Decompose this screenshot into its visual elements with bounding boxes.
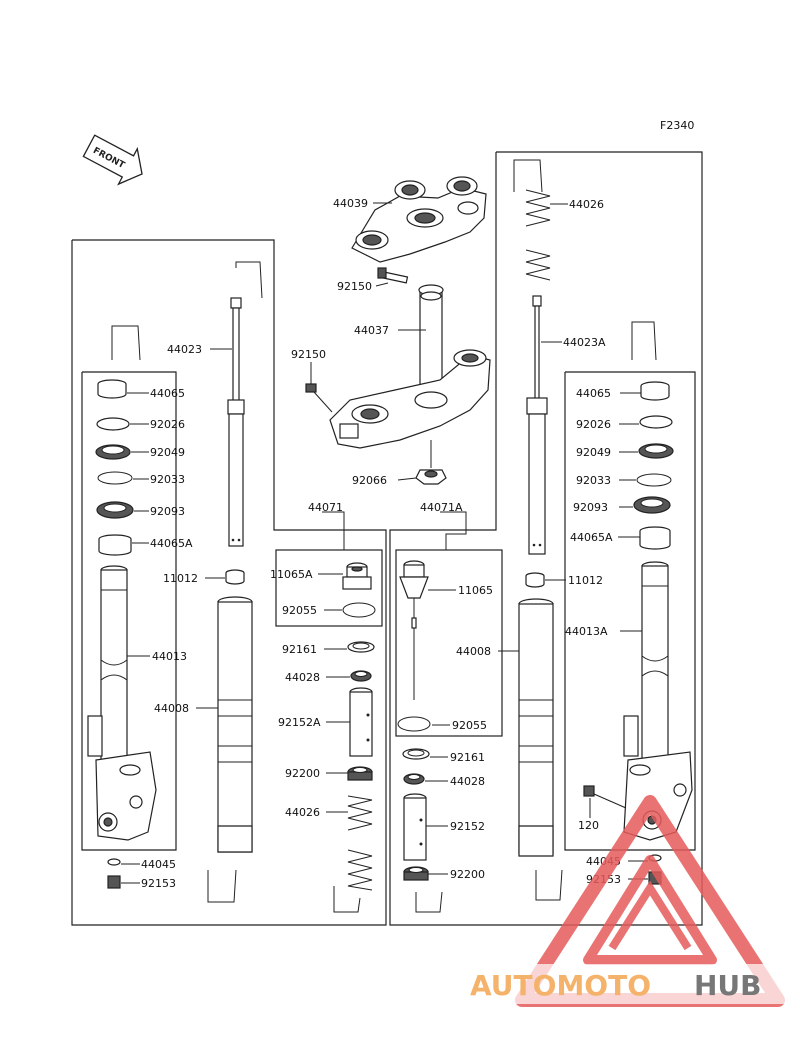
dust-seal-92093-left — [96, 501, 134, 519]
nut-92066 — [415, 440, 447, 485]
bolt-92150-top — [377, 267, 409, 284]
washer-92026-left — [96, 417, 130, 431]
seat-92200-b — [403, 866, 429, 881]
label-44023a: 44023A — [563, 336, 606, 349]
label-11012-right: 11012 — [568, 574, 603, 587]
label-92150-mid: 92150 — [291, 348, 326, 361]
washer-44045-left — [107, 858, 121, 866]
label-92055-a: 92055 — [282, 604, 317, 617]
label-44008-right: 44008 — [456, 645, 491, 658]
label-92033-left: 92033 — [150, 473, 185, 486]
label-44071a: 44071A — [420, 501, 463, 514]
front-arrow-icon: FRONT — [82, 134, 143, 186]
label-44065a-right: 44065A — [570, 531, 613, 544]
outer-tube-44013 — [87, 565, 157, 841]
inner-tube-44008-right — [518, 598, 554, 857]
damper-b-box — [395, 549, 503, 737]
label-92026-right: 92026 — [576, 418, 611, 431]
label-92161-b: 92161 — [450, 751, 485, 764]
steering-stem-44037 — [329, 284, 491, 449]
seat-92200-a — [347, 766, 373, 781]
washer-92161-b — [402, 748, 430, 760]
circlip-92033-right — [636, 473, 672, 487]
label-11012-left: 11012 — [163, 572, 198, 585]
label-44008-left: 44008 — [154, 702, 189, 715]
label-92055-b: 92055 — [452, 719, 487, 732]
label-92153-left: 92153 — [141, 877, 176, 890]
right-seal-box — [564, 371, 696, 851]
label-120: 120 — [578, 819, 599, 832]
damper-rod-44023 — [227, 297, 245, 547]
label-44013a: 44013A — [565, 625, 608, 638]
damper-a-box — [275, 549, 383, 627]
bolt-120 — [583, 785, 627, 809]
label-92093-right: 92093 — [573, 501, 608, 514]
label-92200-b: 92200 — [450, 868, 485, 881]
oil-seal-92049-right — [638, 443, 674, 459]
label-92150-top: 92150 — [337, 280, 372, 293]
label-44028-b: 44028 — [450, 775, 485, 788]
label-44065-right: 44065 — [576, 387, 611, 400]
bolt-92150-mid — [305, 383, 333, 413]
collar-92152 — [403, 793, 427, 861]
label-44039: 44039 — [333, 197, 368, 210]
bushing-44065-right — [640, 381, 670, 401]
label-44065-left: 44065 — [150, 387, 185, 400]
label-44045-left: 44045 — [141, 858, 176, 871]
watermark-text-b: HUB — [694, 969, 762, 1002]
circlip-92033-left — [97, 471, 133, 485]
label-92049-left: 92049 — [150, 446, 185, 459]
label-44037: 44037 — [354, 324, 389, 337]
label-92066: 92066 — [352, 474, 387, 487]
damper-rod-44023a — [526, 295, 548, 555]
label-44013: 44013 — [152, 650, 187, 663]
washer-92026-right — [639, 415, 673, 429]
outer-tube-44013a — [623, 561, 693, 841]
label-92200-a: 92200 — [285, 767, 320, 780]
bolt-92153-left — [107, 875, 121, 889]
spacer-44028-b — [403, 773, 425, 785]
oil-seal-92049-left — [95, 444, 131, 460]
left-fork-box — [71, 239, 387, 926]
label-44023: 44023 — [167, 343, 202, 356]
cap-11012-left — [225, 569, 245, 585]
label-44065a-left: 44065A — [150, 537, 193, 550]
figure-code: F2340 — [660, 119, 694, 132]
spring-44026-right — [525, 189, 551, 281]
label-92161-a: 92161 — [282, 643, 317, 656]
label-92093-left: 92093 — [150, 505, 185, 518]
damper-assy-11065 — [399, 560, 429, 700]
dust-seal-92093-right — [633, 496, 671, 514]
label-92033-right: 92033 — [576, 474, 611, 487]
o-ring-92055-a — [342, 602, 376, 618]
label-44026-right: 44026 — [569, 198, 604, 211]
right-fork-box — [389, 151, 703, 926]
o-ring-92055-b — [397, 716, 431, 732]
label-11065a: 11065A — [270, 568, 313, 581]
cap-11012-right — [525, 572, 545, 588]
label-44028-a: 44028 — [285, 671, 320, 684]
spacer-44028-a — [350, 670, 372, 682]
label-44026-center: 44026 — [285, 806, 320, 819]
inner-tube-44008-left — [217, 596, 253, 853]
label-92049-right: 92049 — [576, 446, 611, 459]
label-92152: 92152 — [450, 820, 485, 833]
bushing-44065a-left — [98, 534, 132, 556]
damper-cap-11065a — [342, 562, 372, 590]
upper-clamp-44039 — [351, 176, 487, 263]
label-11065: 11065 — [458, 584, 493, 597]
spring-44026-center — [347, 795, 373, 891]
bushing-44065a-right — [639, 526, 671, 550]
watermark-text-a: AUTOMOTO — [470, 969, 651, 1002]
label-92152a: 92152A — [278, 716, 321, 729]
bushing-44065-left — [97, 379, 127, 399]
label-92026-left: 92026 — [150, 418, 185, 431]
label-44071: 44071 — [308, 501, 343, 514]
collar-92152a — [349, 687, 373, 757]
left-seal-box — [81, 371, 177, 851]
washer-92161-a — [347, 641, 375, 653]
